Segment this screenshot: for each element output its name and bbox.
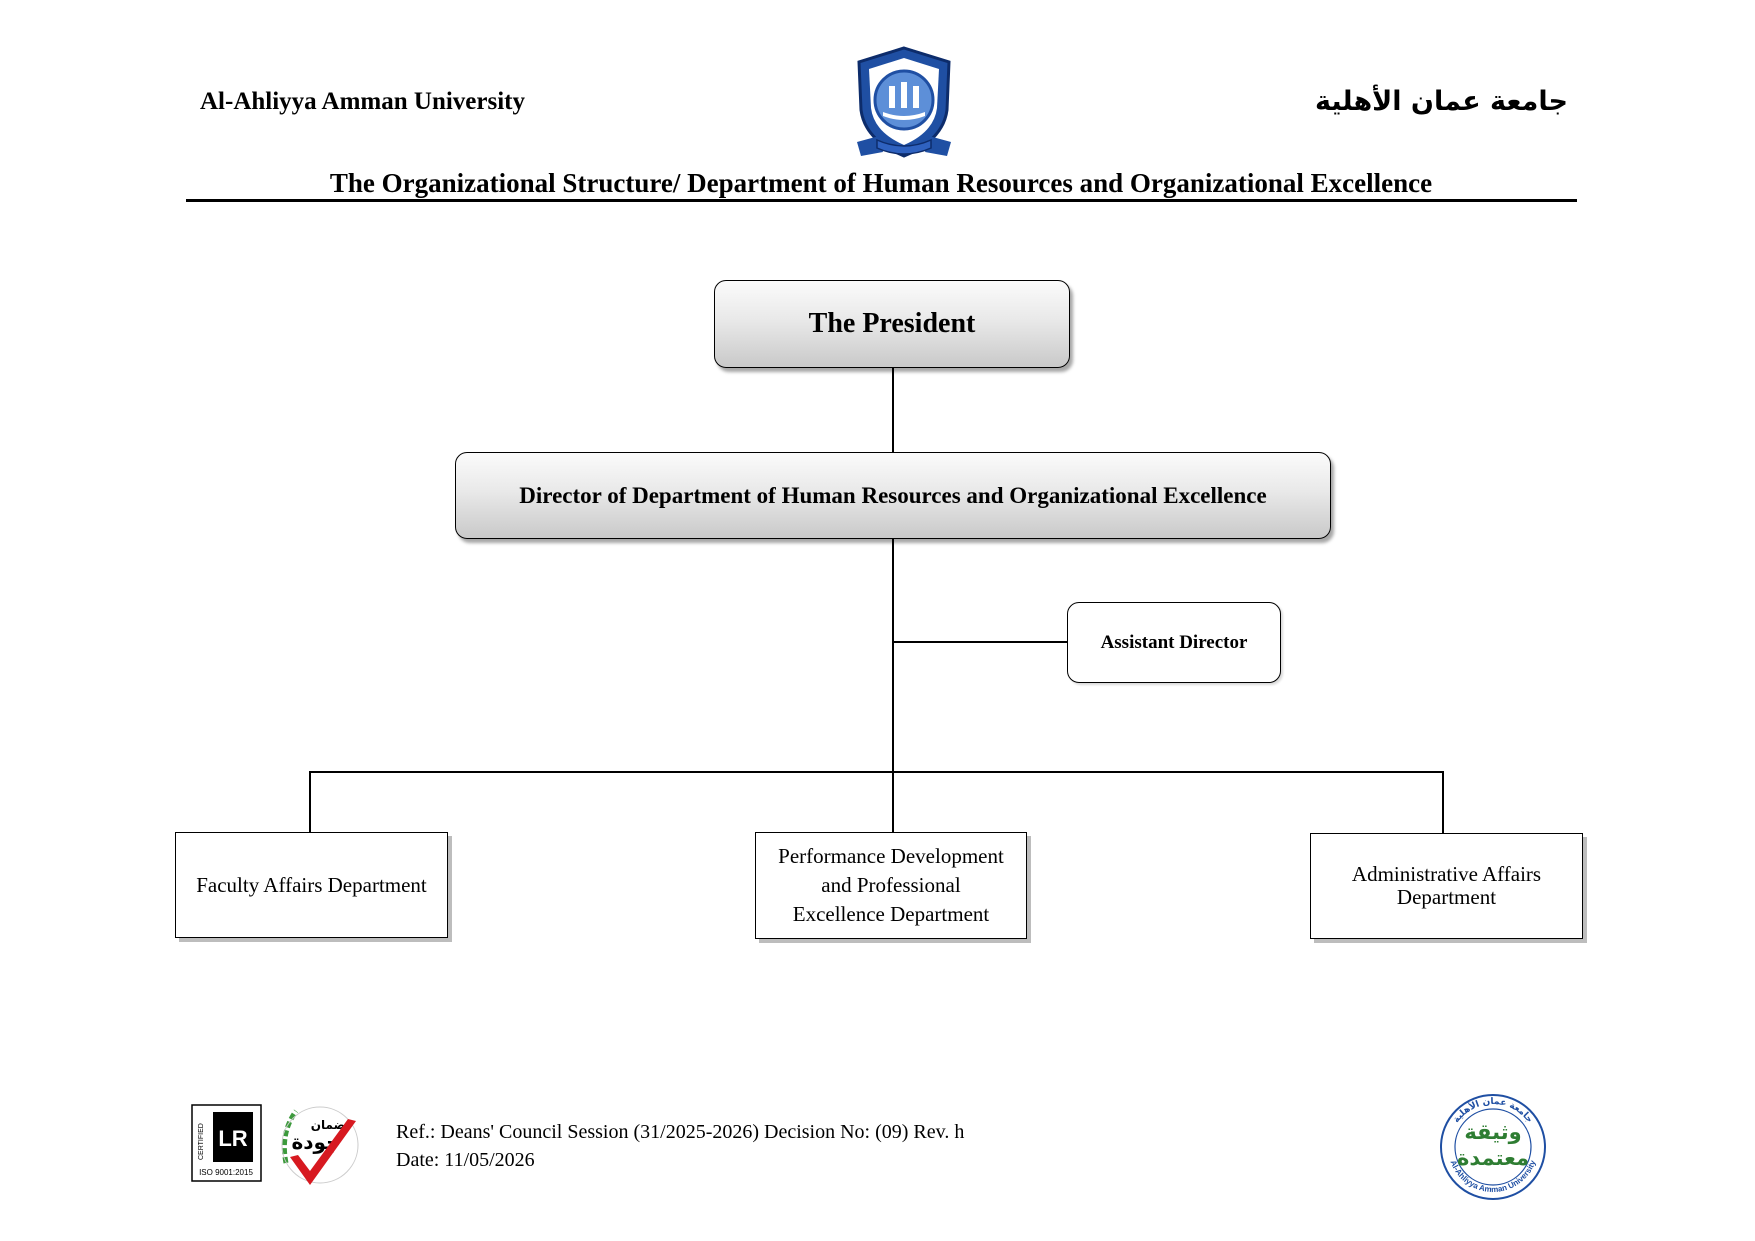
reference-text: Ref.: Deans' Council Session (31/2025-20…	[396, 1121, 965, 1143]
quality-ar-top: ضمان	[311, 1118, 345, 1132]
faculty-affairs-box: Faculty Affairs Department	[175, 832, 448, 938]
connector-dept-1	[309, 771, 311, 832]
performance-development-box: Performance Development and Professional…	[755, 832, 1027, 939]
approved-document-stamp: جامعة عمان الأهلية Al-Ahliyya Amman Univ…	[1438, 1092, 1548, 1202]
connector-assistant	[892, 641, 1067, 643]
date-text: Date: 11/05/2026	[396, 1149, 535, 1171]
reference-block: Ref.: Deans' Council Session (31/2025-20…	[396, 1118, 964, 1174]
university-name-arabic: جامعة عمان الأهلية	[1315, 86, 1568, 117]
connector-president-director	[892, 368, 894, 452]
connector-dept-2	[892, 771, 894, 832]
president-box: The President	[714, 280, 1070, 368]
connector-dept-3	[1442, 771, 1444, 833]
certified-text: CERTIFIED	[198, 1123, 205, 1160]
administrative-affairs-label: Administrative Affairs Department	[1351, 862, 1542, 909]
title-underline	[186, 199, 1577, 202]
assistant-director-label: Assistant Director	[1100, 631, 1248, 653]
director-box: Director of Department of Human Resource…	[455, 452, 1331, 539]
administrative-affairs-box: Administrative Affairs Department	[1310, 833, 1583, 939]
performance-development-label: Performance Development and Professional…	[778, 844, 1004, 926]
lr-iso-certified-logo: LR CERTIFIED ISO 9001:2015	[191, 1104, 262, 1182]
director-label: Director of Department of Human Resource…	[519, 482, 1267, 508]
stamp-line-2: معتمدة	[1456, 1146, 1530, 1170]
lr-text: LR	[218, 1126, 247, 1151]
iso-text: ISO 9001:2015	[199, 1168, 253, 1177]
quality-assurance-logo: ضمان جودة	[281, 1106, 359, 1185]
stamp-line-1: وثيقة	[1464, 1120, 1522, 1144]
university-name-english: Al-Ahliyya Amman University	[200, 88, 525, 115]
assistant-director-box: Assistant Director	[1067, 602, 1281, 683]
connector-departments-bar	[309, 771, 1443, 773]
connector-director-trunk	[892, 539, 894, 772]
university-crest-icon	[857, 46, 951, 158]
president-label: The President	[808, 308, 976, 339]
document-title: The Organizational Structure/ Department…	[329, 168, 1433, 198]
faculty-affairs-label: Faculty Affairs Department	[196, 872, 427, 897]
